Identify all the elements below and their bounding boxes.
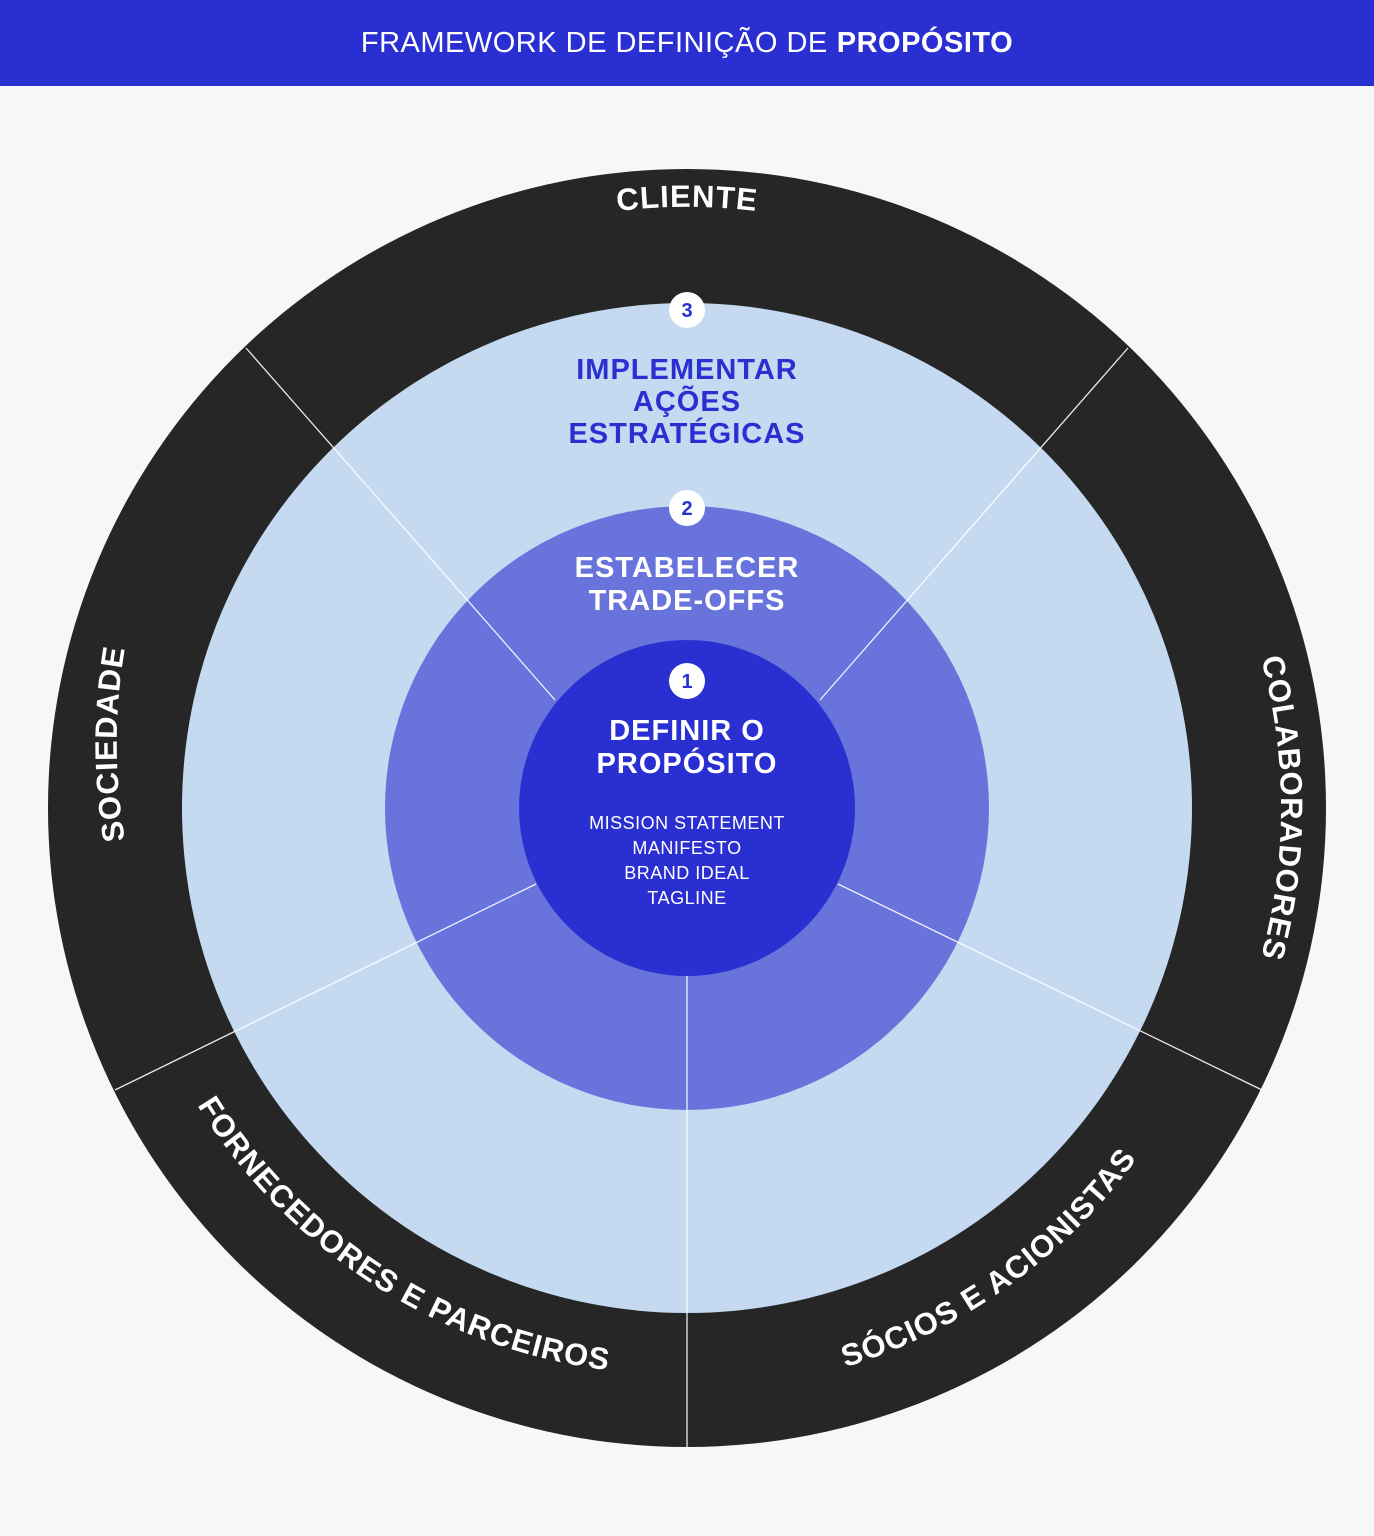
core-purpose-circle — [519, 640, 855, 976]
core-title-line-2: PROPÓSITO — [597, 746, 778, 780]
core-item-manifesto: MANIFESTO — [632, 838, 741, 858]
segment-dividers — [114, 347, 1263, 1447]
implement-title-line-3: ESTRATÉGICAS — [568, 416, 805, 450]
stakeholder-label-cliente: CLIENTE — [614, 179, 759, 218]
step-3-number: 3 — [681, 300, 692, 322]
core-item-mission-statement: MISSION STATEMENT — [589, 813, 785, 833]
core-item-brand-ideal: BRAND IDEAL — [624, 863, 750, 883]
header-bar: FRAMEWORK DE DEFINIÇÃO DE PROPÓSITO — [0, 0, 1374, 86]
tradeoffs-title-line-2: TRADE-OFFS — [589, 585, 786, 617]
step-2-number: 2 — [681, 498, 692, 520]
tradeoffs-title-line-1: ESTABELECER — [575, 552, 800, 584]
divider-line — [245, 347, 556, 701]
divider-line — [819, 347, 1129, 701]
step-2-badge — [669, 490, 705, 526]
core-title-line-1: DEFINIR O — [609, 715, 765, 747]
implement-title-line-1: IMPLEMENTAR — [576, 354, 798, 386]
divider-line — [114, 883, 537, 1091]
step-1-number: 1 — [681, 671, 692, 693]
divider-line — [837, 883, 1263, 1091]
step-1-badge — [669, 663, 705, 699]
header-title: FRAMEWORK DE DEFINIÇÃO DE — [360, 26, 828, 59]
header-title-bold: PROPÓSITO — [836, 26, 1014, 59]
implement-title-line-2: AÇÕES — [633, 384, 741, 418]
core-item-tagline: TAGLINE — [647, 888, 726, 908]
step-3-badge — [669, 292, 705, 328]
